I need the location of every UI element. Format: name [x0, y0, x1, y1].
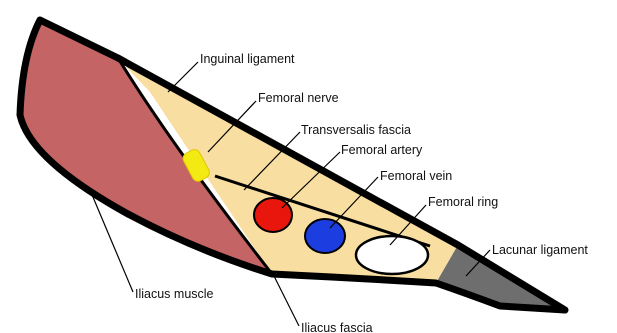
label-femoral-artery: Femoral artery	[341, 143, 423, 157]
femoral-vein-shape	[305, 219, 345, 253]
label-lacunar-ligament: Lacunar ligament	[492, 243, 588, 257]
label-inguinal-ligament: Inguinal ligament	[200, 52, 295, 66]
label-iliacus-fascia: Iliacus fascia	[301, 321, 373, 333]
label-transversalis-fascia: Transversalis fascia	[301, 123, 411, 137]
label-iliacus-muscle: Iliacus muscle	[135, 287, 214, 301]
leader-inguinal-ligament	[168, 62, 198, 92]
femoral-ring-shape	[356, 236, 428, 274]
label-femoral-vein: Femoral vein	[380, 169, 452, 183]
leader-iliacus-fascia	[274, 276, 299, 326]
label-femoral-ring: Femoral ring	[428, 195, 498, 209]
label-femoral-nerve: Femoral nerve	[258, 91, 339, 105]
